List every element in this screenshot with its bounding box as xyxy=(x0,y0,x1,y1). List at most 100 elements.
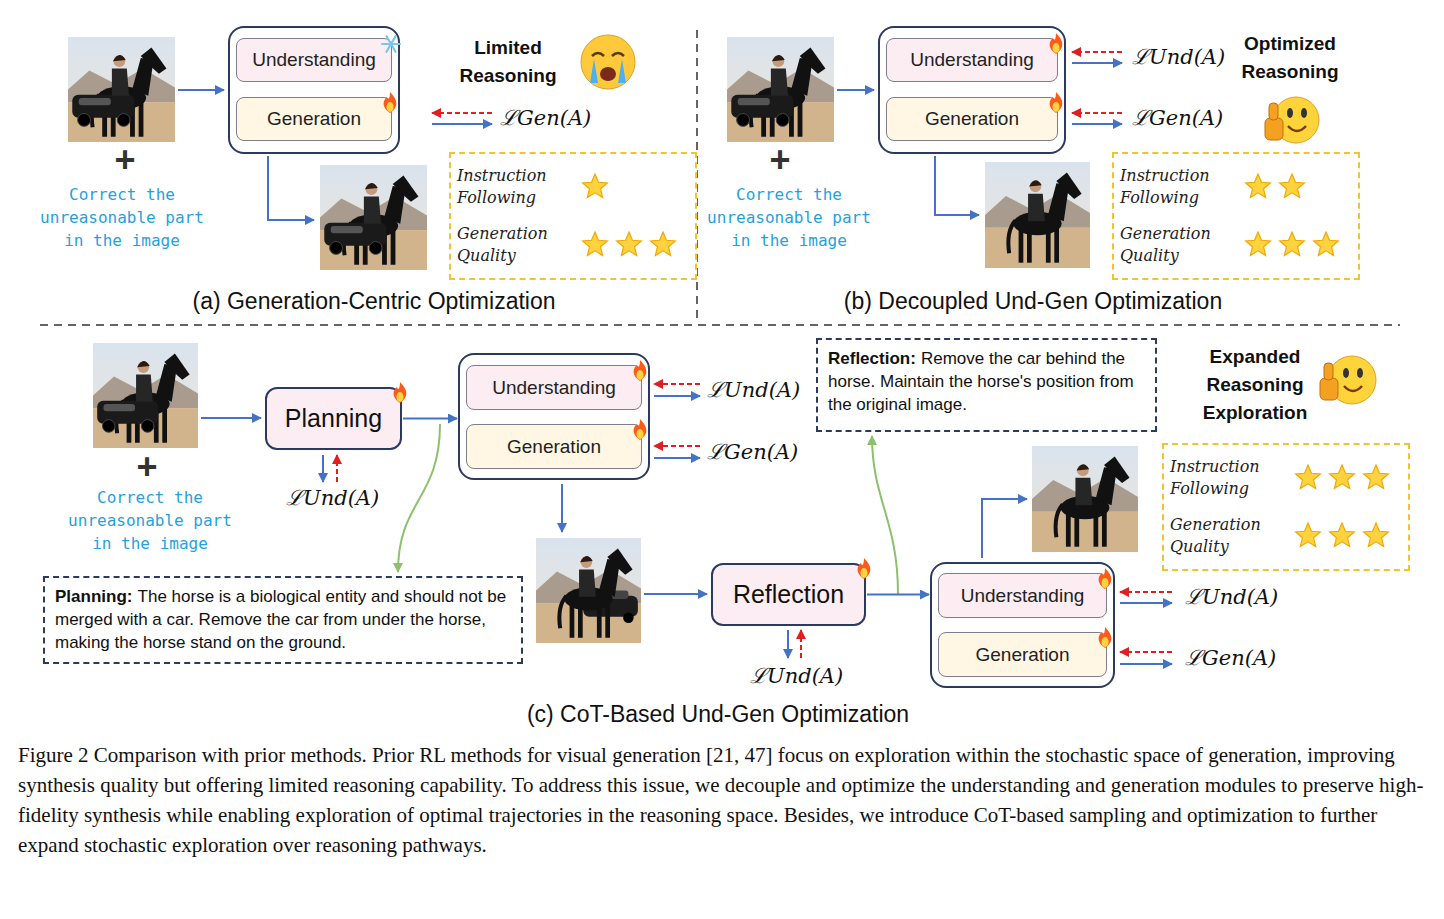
note-box: Planning:The horse is a biological entit… xyxy=(43,576,523,664)
understanding-box: Understanding xyxy=(886,38,1058,82)
understanding-box: Understanding xyxy=(466,365,642,410)
rating-criterion: Instruction Following xyxy=(1120,165,1238,209)
rating-criterion: Generation Quality xyxy=(457,223,575,267)
fire-inner xyxy=(1053,102,1060,112)
rider-body xyxy=(771,69,788,96)
arrow xyxy=(1120,602,1172,604)
note-heading: Reflection: xyxy=(828,349,916,368)
arrow xyxy=(1072,62,1122,64)
flow-arrow xyxy=(403,418,457,420)
fire-outer xyxy=(634,419,647,440)
photo xyxy=(93,343,198,448)
loss-label: ℒGen(A) xyxy=(500,104,591,132)
emoji-mouth xyxy=(1344,386,1362,391)
rating-criterion: Instruction Following xyxy=(457,165,575,209)
horse-head xyxy=(800,48,826,74)
fire-icon xyxy=(1099,627,1112,648)
generation-box: Generation xyxy=(466,424,642,469)
thumbs-up-emoji xyxy=(1320,356,1376,404)
flow-arrow xyxy=(867,594,929,596)
fire-outer xyxy=(858,558,871,579)
fire-outer xyxy=(394,382,407,403)
photo-sky xyxy=(727,37,834,142)
horse-head xyxy=(164,354,189,380)
fire-icon xyxy=(394,382,407,403)
rider-body xyxy=(1028,194,1045,222)
fire-icon xyxy=(634,360,647,381)
arrow xyxy=(201,417,261,419)
fire-inner xyxy=(387,102,394,112)
fire-icon xyxy=(1050,33,1063,54)
generation-box: Generation xyxy=(236,97,392,141)
note-heading: Planning: xyxy=(55,587,132,606)
fire-outer xyxy=(634,360,647,381)
generation-box: Generation xyxy=(938,632,1107,677)
figure-caption: Figure 2 Comparison with prior methods. … xyxy=(18,740,1428,860)
leader-arrow xyxy=(872,436,898,594)
emoji-mouth xyxy=(1288,126,1306,131)
arrow xyxy=(1072,123,1122,125)
rider-body xyxy=(112,69,129,96)
panel-caption: (a) Generation-Centric Optimization xyxy=(114,287,634,315)
process-box: Reflection xyxy=(711,563,866,626)
rating-star xyxy=(1280,232,1305,256)
rating-star xyxy=(1364,523,1389,547)
car-wheel xyxy=(776,114,789,127)
module-group: UnderstandingGeneration xyxy=(228,26,400,154)
emoji-face xyxy=(581,35,635,89)
photo-sky xyxy=(536,538,641,643)
understanding-box: Understanding xyxy=(938,573,1107,618)
car-wheel xyxy=(330,242,343,255)
fire-outer xyxy=(1099,568,1112,589)
arrow xyxy=(982,499,1027,558)
fire-inner xyxy=(637,370,644,380)
box-label: Reflection xyxy=(733,580,844,609)
arrow xyxy=(268,156,314,220)
panel-caption: (b) Decoupled Und-Gen Optimization xyxy=(773,287,1293,315)
fire-icon xyxy=(1050,92,1063,113)
rating-star xyxy=(1296,465,1321,489)
arrow xyxy=(432,123,492,125)
rider-body xyxy=(364,197,381,224)
car-wheel xyxy=(369,242,382,255)
rating-panel: Instruction FollowingGeneration Quality xyxy=(1162,443,1410,571)
rating-criterion: Generation Quality xyxy=(1120,223,1238,267)
rider-head xyxy=(113,55,125,67)
emoji-mouth xyxy=(600,67,616,81)
rating-criterion: Instruction Following xyxy=(1170,456,1288,500)
horse-head xyxy=(1056,173,1081,200)
car-wheel xyxy=(102,420,115,433)
rider-head xyxy=(365,183,377,195)
rating-criterion: Generation Quality xyxy=(1170,514,1288,558)
panel-caption: (c) CoT-Based Und-Gen Optimization xyxy=(438,700,998,728)
box-label: Understanding xyxy=(961,585,1085,607)
fire-inner xyxy=(1053,43,1060,53)
fire-inner xyxy=(1102,637,1109,647)
emoji-eye xyxy=(592,53,604,56)
note-box: Reflection:Remove the car behind the hor… xyxy=(816,338,1157,432)
photo xyxy=(727,37,834,142)
car-wheel xyxy=(623,613,634,624)
rider-head xyxy=(1030,181,1042,193)
rating-star xyxy=(583,174,608,198)
module-group: UnderstandingGeneration xyxy=(458,353,650,480)
rider-body xyxy=(579,570,596,597)
rider-hair xyxy=(137,361,150,367)
fire-inner xyxy=(397,392,404,402)
emoji-eye xyxy=(1357,368,1363,378)
loss-label: ℒUnd(A) xyxy=(1132,43,1225,71)
rider-hair xyxy=(772,55,785,61)
car-window xyxy=(79,98,111,105)
divider xyxy=(40,324,1400,326)
arrow xyxy=(654,445,700,447)
emoji-eye xyxy=(1301,108,1307,118)
photo xyxy=(320,165,427,270)
instruction-text: Correct the unreasonable part in the ima… xyxy=(62,486,238,555)
fire-icon xyxy=(634,419,647,440)
fire-outer xyxy=(1050,33,1063,54)
rider-hair xyxy=(113,55,126,61)
rider-head xyxy=(138,361,150,373)
photo-sky xyxy=(93,343,198,448)
fire-icon xyxy=(384,92,397,113)
arrow xyxy=(644,593,707,595)
